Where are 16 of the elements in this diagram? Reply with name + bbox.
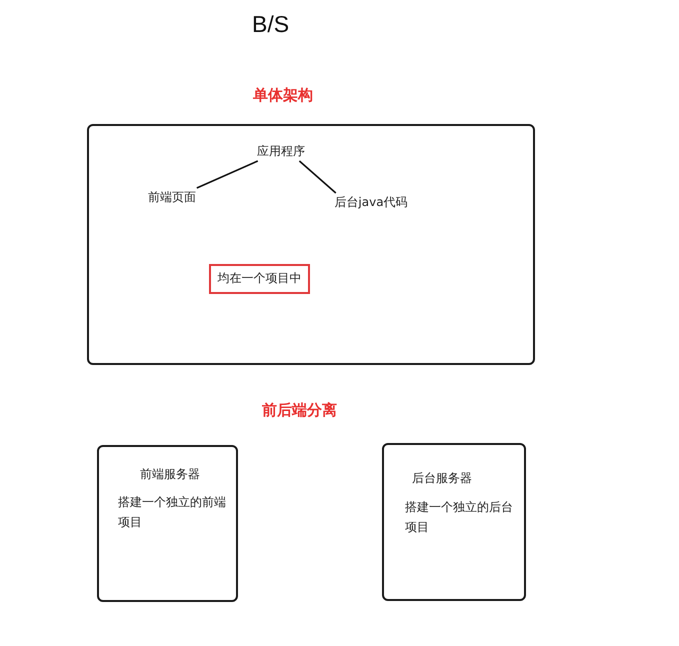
connector-line <box>298 160 336 194</box>
text-label: 应用程序 <box>254 142 308 161</box>
server-box <box>382 443 526 601</box>
note-text: 均在一个项目中 <box>218 270 302 288</box>
server-box <box>97 445 238 602</box>
section-heading: 前后端分离 <box>262 401 337 419</box>
section-heading: 单体架构 <box>253 86 313 104</box>
text-label: 后台java代码 <box>331 193 411 212</box>
box-body-text: 搭建一个独立的后台项目 <box>405 499 514 536</box>
text-label: 前端页面 <box>145 188 199 207</box>
box-body-text: 搭建一个独立的前端项目 <box>118 494 227 530</box>
box-heading: 前端服务器 <box>140 466 200 483</box>
note-box <box>209 264 310 294</box>
connector-line <box>196 160 258 189</box>
box-heading: 后台服务器 <box>412 470 472 487</box>
diagram-title: B/S <box>252 11 290 39</box>
